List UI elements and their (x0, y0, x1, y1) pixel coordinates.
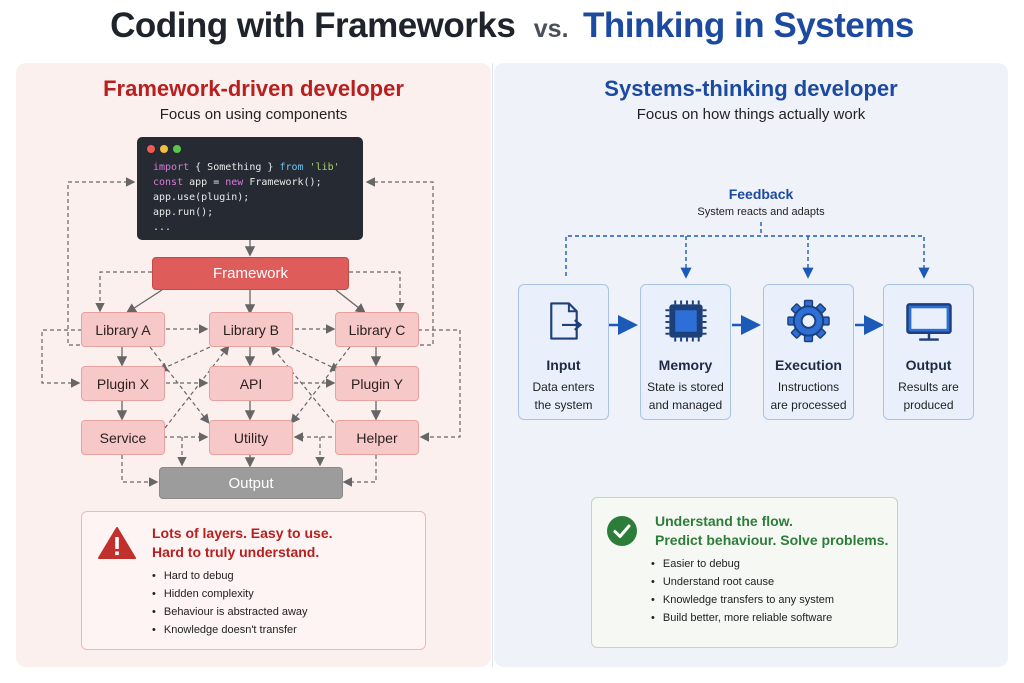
success-line-1: Understand the flow. (655, 513, 793, 529)
execution-desc-2: are processed (770, 398, 847, 412)
warning-line-2: Hard to truly understand. (152, 544, 320, 560)
monitor-icon (906, 303, 952, 341)
right-subheading: Focus on how things actually work (636, 106, 866, 123)
warning-line-1: Lots of layers. Easy to use. (152, 525, 333, 541)
warning-box: Lots of layers. Easy to use. Hard to tru… (81, 511, 426, 650)
feedback-subtitle: System reacts and adapts (697, 206, 825, 218)
title-right: Thinking in Systems (582, 6, 914, 45)
input-desc-1: Data enters (532, 380, 595, 394)
plugin-x-box: Plugin X (81, 366, 165, 401)
utility-box: Utility (209, 420, 293, 455)
page-title: Coding with Frameworks vs. Thinking in S… (0, 6, 1024, 56)
output-desc-2: produced (903, 398, 954, 412)
memory-desc-2: and managed (648, 398, 723, 412)
execution-title: Execution (775, 357, 842, 373)
helper-box: Helper (335, 420, 419, 455)
window-maximize-dot (173, 145, 181, 153)
gear-icon (787, 299, 830, 343)
library-a-box: Library A (81, 312, 165, 347)
right-heading: Systems-thinking developer (604, 76, 898, 101)
code-line-3: app.use(plugin); (153, 192, 250, 203)
check-circle-icon (607, 516, 637, 546)
warning-bullet: Knowledge doesn't transfer (152, 621, 308, 639)
left-heading: Framework-driven developer (103, 76, 404, 101)
window-close-dot (147, 145, 155, 153)
code-line-4: app.run(); (153, 207, 214, 218)
plugin-y-box: Plugin Y (335, 366, 419, 401)
warning-triangle-icon (98, 527, 136, 559)
warning-bullet: Hidden complexity (152, 585, 308, 603)
title-vs: vs. (533, 15, 569, 43)
title-left: Coding with Frameworks (110, 6, 516, 45)
input-desc-2: the system (534, 398, 593, 412)
code-line-5: ... (153, 222, 172, 233)
code-line-2: const app = new Framework(); (153, 177, 322, 188)
chip-icon (665, 300, 707, 342)
left-subheading: Focus on using components (159, 106, 348, 123)
success-bullet: Knowledge transfers to any system (651, 591, 834, 609)
success-line-2: Predict behaviour. Solve problems. (655, 532, 889, 548)
input-title: Input (546, 357, 581, 373)
success-list: Easier to debug Understand root cause Kn… (651, 555, 834, 627)
document-arrow-icon (550, 302, 583, 340)
library-c-box: Library C (335, 312, 419, 347)
code-window: import { Something } from 'lib' const ap… (137, 137, 363, 240)
output-title: Output (905, 357, 952, 373)
warning-list: Hard to debug Hidden complexity Behaviou… (152, 567, 308, 639)
success-bullet: Understand root cause (651, 573, 834, 591)
input-node: Input Data enters the system (518, 284, 609, 420)
execution-node: Execution Instructions are processed (763, 284, 854, 420)
output-node: Output Results are produced (883, 284, 974, 420)
feedback-title: Feedback (728, 186, 794, 202)
service-box: Service (81, 420, 165, 455)
window-minimize-dot (160, 145, 168, 153)
success-bullet: Build better, more reliable software (651, 609, 834, 627)
api-box: API (209, 366, 293, 401)
success-box: Understand the flow. Predict behaviour. … (591, 497, 898, 648)
library-b-box: Library B (209, 312, 293, 347)
framework-box: Framework (152, 257, 349, 290)
warning-bullet: Hard to debug (152, 567, 308, 585)
memory-title: Memory (658, 357, 713, 373)
execution-desc-1: Instructions (777, 380, 840, 394)
warning-bullet: Behaviour is abstracted away (152, 603, 308, 621)
memory-desc-1: State is stored (647, 380, 724, 394)
success-bullet: Easier to debug (651, 555, 834, 573)
panel-divider (492, 63, 493, 667)
code-line-1: import { Something } from 'lib' (153, 162, 340, 173)
memory-node: Memory State is stored and managed (640, 284, 731, 420)
output-box: Output (159, 467, 343, 499)
output-desc-1: Results are (898, 380, 959, 394)
